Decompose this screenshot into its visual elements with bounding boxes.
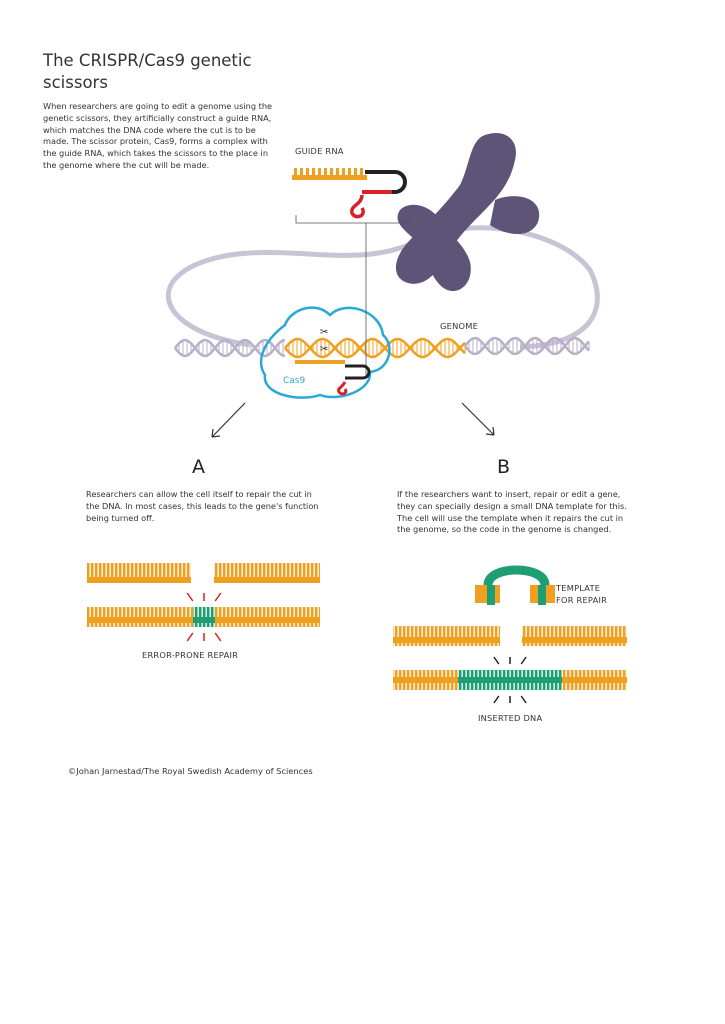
- repair-template: [475, 565, 555, 605]
- base-pairs: [393, 626, 500, 646]
- base-pairs: [214, 563, 320, 583]
- template-label: TEMPLATE FOR REPAIR: [556, 582, 607, 606]
- base-pairs: [393, 670, 458, 690]
- burst-mark: [520, 656, 527, 665]
- panel-b-text: If the researchers want to insert, repai…: [397, 489, 627, 535]
- scissors-icon: ✂: [320, 344, 328, 355]
- page-title: The CRISPR/Cas9 genetic scissors: [43, 51, 252, 92]
- guide-rna-in-cas9: [295, 360, 371, 396]
- base-pairs: [215, 607, 320, 627]
- credit: ©Johan Jarnestad/The Royal Swedish Acade…: [68, 766, 313, 776]
- panel-b-letter: B: [497, 456, 511, 478]
- burst-mark: [214, 592, 222, 602]
- template-label-line2: FOR REPAIR: [556, 595, 608, 605]
- bracket: [295, 215, 411, 375]
- genome-helix: [174, 336, 590, 359]
- dna-strand: [464, 336, 590, 356]
- burst-mark: [493, 695, 500, 704]
- chromosome: [395, 132, 540, 292]
- base-pairs: [522, 626, 627, 646]
- dna-strand: [174, 338, 286, 358]
- guide-rna-graphic: [292, 168, 407, 219]
- error-prone-repair-label: ERROR-PRONE REPAIR: [142, 650, 239, 660]
- burst-mark: [186, 592, 194, 602]
- cas9-label: Cas9: [283, 376, 306, 386]
- panel-a-text: Researchers can allow the cell itself to…: [86, 489, 319, 523]
- intro-text: When researchers are going to edit a gen…: [43, 101, 273, 170]
- guide-rna-label: GUIDE RNA: [295, 146, 344, 156]
- base-pairs: [87, 563, 191, 583]
- inserted-dna-label: INSERTED DNA: [478, 713, 543, 723]
- base-pairs: [193, 607, 215, 627]
- burst-mark: [520, 695, 527, 704]
- dna-strand: [174, 338, 286, 358]
- burst-mark: [214, 632, 222, 642]
- arrow-to-a-icon: [211, 402, 246, 438]
- burst-mark: [186, 632, 194, 642]
- dna-strand: [284, 337, 466, 359]
- dna-strand: [284, 337, 466, 359]
- scissors-icon: ✂: [320, 327, 328, 338]
- panel-a-letter: A: [192, 456, 205, 478]
- genome-label: GENOME: [440, 321, 479, 331]
- base-pairs: [87, 607, 193, 627]
- template-label-line1: TEMPLATE: [556, 583, 601, 593]
- burst-mark: [493, 656, 500, 665]
- base-pairs: [562, 670, 627, 690]
- arrow-to-b-icon: [461, 402, 495, 436]
- base-pairs: [458, 670, 562, 690]
